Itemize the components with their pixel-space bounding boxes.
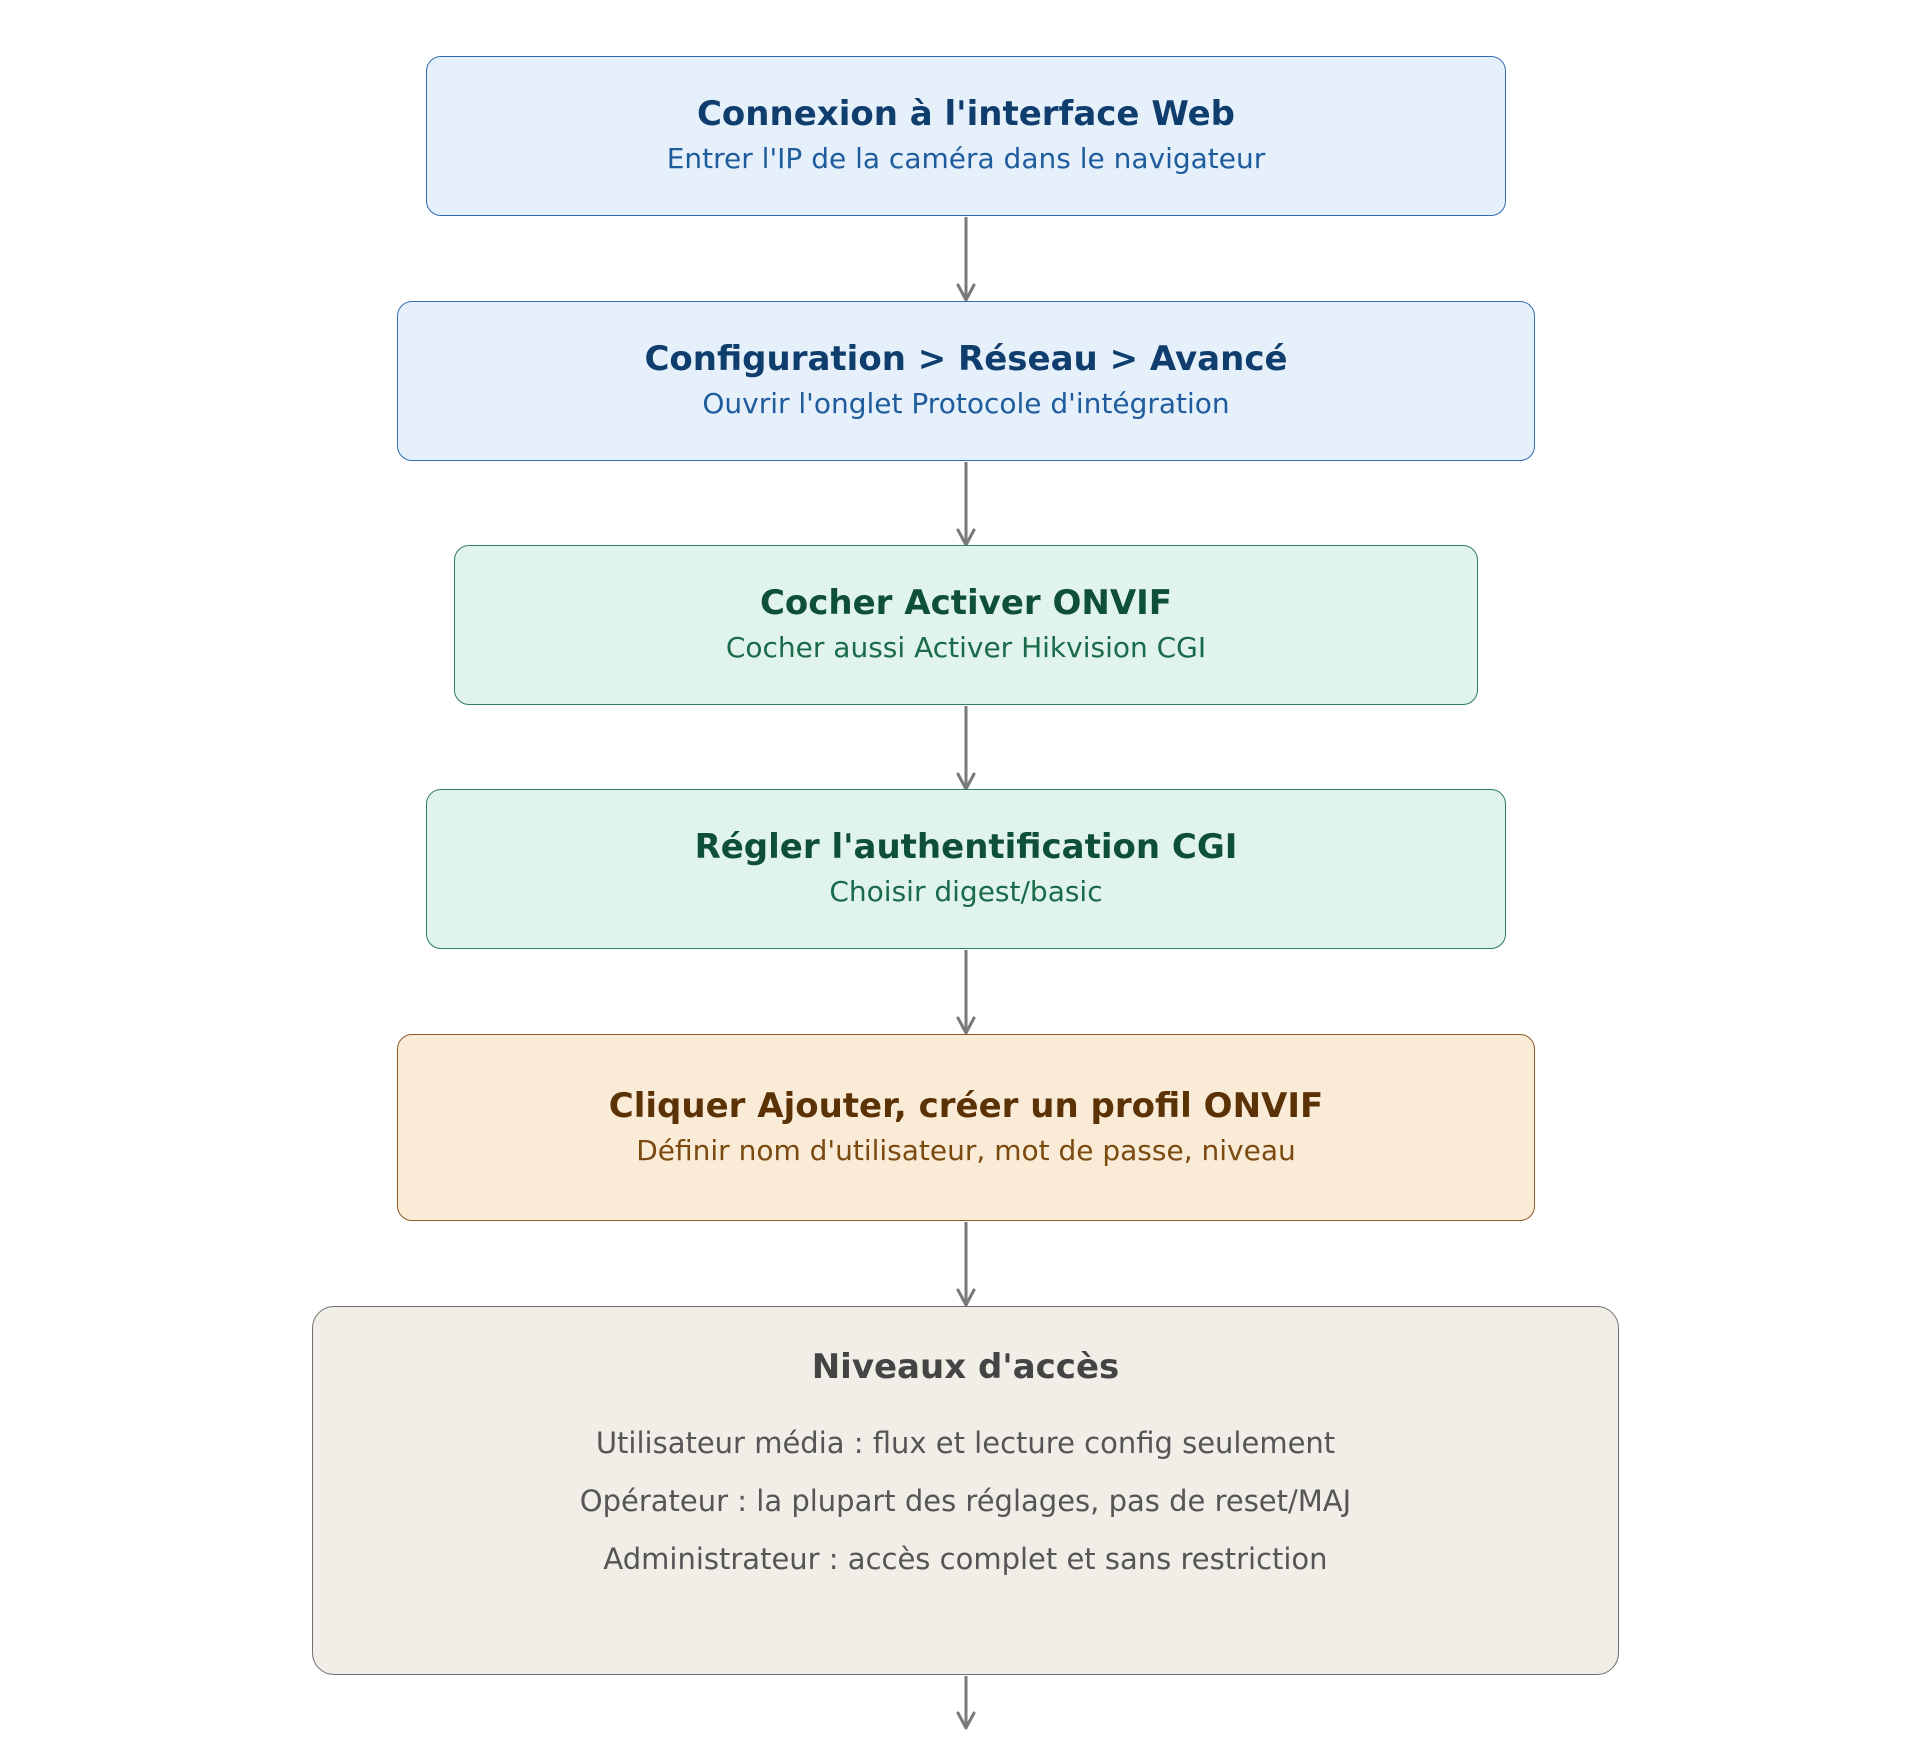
step-configuration-reseau: Configuration > Réseau > Avancé Ouvrir l… <box>397 301 1535 461</box>
step-subtitle: Entrer l'IP de la caméra dans le navigat… <box>666 142 1266 176</box>
access-level-administrator: Administrateur : accès complet et sans r… <box>603 1541 1328 1576</box>
step-authentification-cgi: Régler l'authentification CGI Choisir di… <box>426 789 1506 949</box>
step-title: Configuration > Réseau > Avancé <box>644 339 1288 380</box>
access-level-media-user: Utilisateur média : flux et lecture conf… <box>595 1425 1336 1460</box>
step-subtitle: Ouvrir l'onglet Protocole d'intégration <box>702 387 1230 421</box>
step-subtitle: Définir nom d'utilisateur, mot de passe,… <box>636 1133 1296 1167</box>
access-levels-box: Niveaux d'accès Utilisateur média : flux… <box>312 1306 1619 1675</box>
step-title: Connexion à l'interface Web <box>696 94 1236 135</box>
step-subtitle: Cocher aussi Activer Hikvision CGI <box>725 631 1207 665</box>
step-title: Cliquer Ajouter, créer un profil ONVIF <box>608 1085 1324 1126</box>
step-title: Cocher Activer ONVIF <box>759 583 1173 624</box>
step-title: Régler l'authentification CGI <box>694 827 1238 868</box>
step-subtitle: Choisir digest/basic <box>829 875 1103 909</box>
access-levels-title: Niveaux d'accès <box>811 1347 1120 1387</box>
access-levels-list: Utilisateur média : flux et lecture conf… <box>580 1414 1351 1588</box>
access-level-operator: Opérateur : la plupart des réglages, pas… <box>579 1483 1352 1518</box>
step-creer-profil-onvif: Cliquer Ajouter, créer un profil ONVIF D… <box>397 1034 1535 1221</box>
step-connexion-web: Connexion à l'interface Web Entrer l'IP … <box>426 56 1506 216</box>
step-activer-onvif: Cocher Activer ONVIF Cocher aussi Active… <box>454 545 1478 705</box>
